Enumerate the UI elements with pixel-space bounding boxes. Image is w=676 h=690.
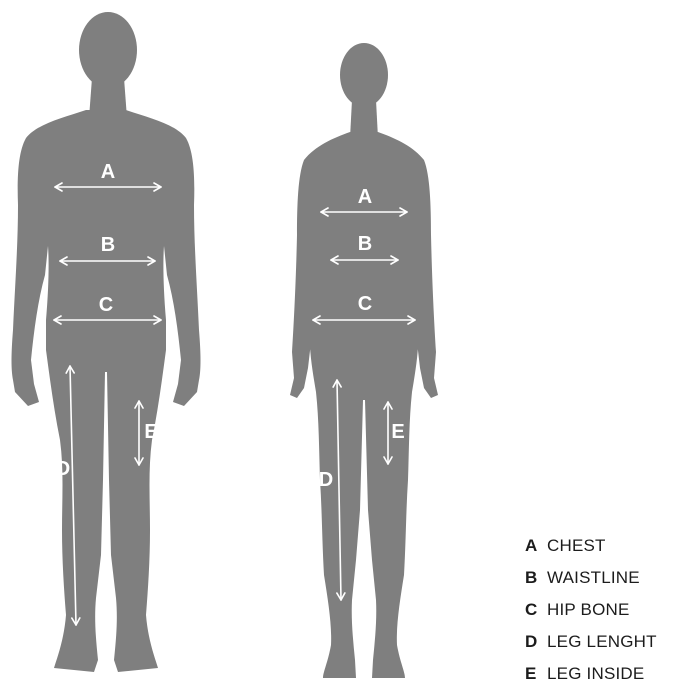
legend-key: B	[525, 568, 547, 588]
measurement-legend: A CHEST B WAISTLINE C HIP BONE D LEG LEN…	[525, 530, 675, 690]
legend-text: WAISTLINE	[547, 568, 640, 588]
legend-item-hip-bone: C HIP BONE	[525, 594, 675, 626]
male-label-b: B	[101, 234, 115, 256]
legend-key: D	[525, 632, 547, 652]
legend-key: A	[525, 536, 547, 556]
male-label-c: C	[99, 294, 113, 316]
female-label-b: B	[358, 233, 372, 255]
legend-text: LEG LENGHT	[547, 632, 657, 652]
legend-item-leg-inside: E LEG INSIDE	[525, 658, 675, 690]
male-silhouette	[12, 12, 201, 672]
legend-text: LEG INSIDE	[547, 664, 644, 684]
legend-text: CHEST	[547, 536, 606, 556]
female-label-a: A	[358, 186, 372, 208]
male-label-e: E	[144, 421, 157, 443]
male-figure: A B C D E	[12, 12, 201, 672]
legend-item-chest: A CHEST	[525, 530, 675, 562]
legend-item-waistline: B WAISTLINE	[525, 562, 675, 594]
legend-item-leg-length: D LEG LENGHT	[525, 626, 675, 658]
female-label-e: E	[391, 421, 404, 443]
legend-key: C	[525, 600, 547, 620]
female-silhouette	[290, 43, 438, 678]
female-label-d: D	[319, 469, 333, 491]
male-label-d: D	[56, 458, 70, 480]
legend-key: E	[525, 664, 547, 684]
male-label-a: A	[101, 161, 115, 183]
female-figure: A B C D E	[290, 43, 438, 678]
female-label-c: C	[358, 293, 372, 315]
legend-text: HIP BONE	[547, 600, 630, 620]
